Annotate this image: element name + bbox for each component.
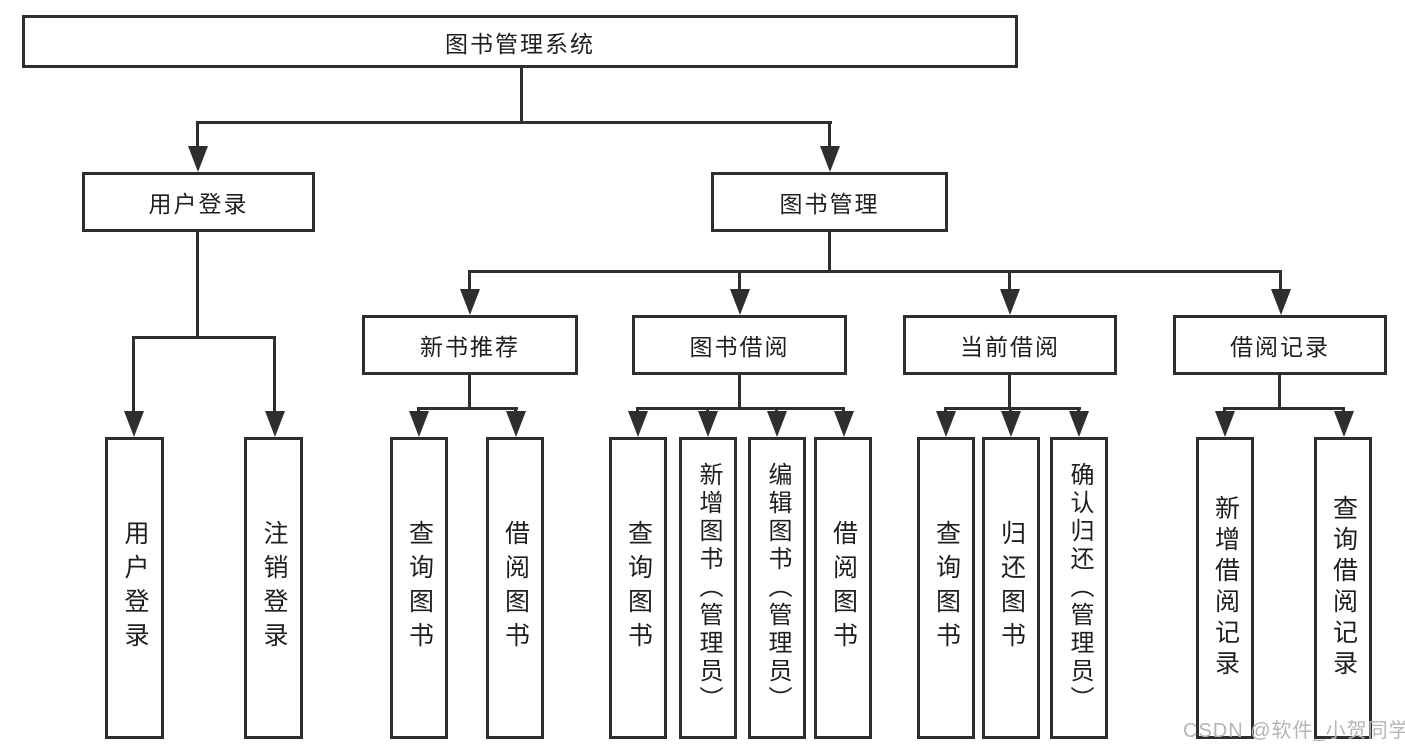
node-label: 新书推荐 — [420, 334, 520, 360]
connector-line — [520, 68, 523, 121]
leaf-label: 查询借阅记录 — [1329, 495, 1358, 681]
leaf-label: 查询图书 — [932, 520, 961, 656]
connector-line — [1008, 270, 1011, 292]
connector-line — [132, 336, 135, 414]
connector-line — [738, 270, 741, 292]
connector-line — [132, 336, 276, 339]
connector-line — [468, 270, 1282, 273]
connector-line — [273, 336, 276, 414]
connector-line — [1223, 407, 1345, 410]
leaf-user-login: 用户登录 — [105, 437, 164, 739]
connector-line — [944, 407, 1081, 410]
leaf-add-books-admin: 新增图书（管理员） — [679, 437, 737, 739]
leaf-label: 确认归还（管理员） — [1066, 462, 1093, 714]
arrow-down-icon — [188, 146, 208, 172]
leaf-label: 新增借阅记录 — [1211, 495, 1240, 681]
node-label: 图书管理 — [779, 191, 880, 217]
leaf-borrow-books-recommend: 借阅图书 — [486, 437, 544, 739]
leaf-edit-books-admin: 编辑图书（管理员） — [748, 437, 806, 739]
node-new-book-recommendation: 新书推荐 — [362, 315, 578, 375]
arrow-down-icon — [265, 411, 285, 437]
node-borrowing-records: 借阅记录 — [1173, 315, 1387, 375]
leaf-logout: 注销登录 — [244, 437, 303, 739]
arrow-down-icon — [820, 146, 840, 172]
connector-line — [196, 232, 199, 336]
arrow-down-icon — [1069, 411, 1089, 437]
node-book-management: 图书管理 — [711, 172, 948, 232]
leaf-label: 用户登录 — [121, 520, 149, 656]
connector-line — [196, 121, 199, 151]
node-label: 用户登录 — [148, 191, 249, 217]
arrow-down-icon — [730, 289, 750, 315]
leaf-query-borrow-record: 查询借阅记录 — [1314, 437, 1372, 739]
connector-line — [828, 232, 831, 270]
arrow-down-icon — [124, 411, 144, 437]
arrow-down-icon — [936, 411, 956, 437]
node-label: 图书管理系统 — [445, 30, 595, 57]
arrow-down-icon — [628, 411, 648, 437]
connector-line — [468, 270, 471, 292]
arrow-down-icon — [1334, 411, 1354, 437]
arrow-down-icon — [1000, 289, 1020, 315]
node-current-borrowing: 当前借阅 — [903, 315, 1117, 375]
leaf-label: 归还图书 — [997, 520, 1026, 656]
arrow-down-icon — [834, 411, 854, 437]
leaf-label: 编辑图书（管理员） — [764, 462, 791, 714]
arrow-down-icon — [460, 289, 480, 315]
arrow-down-icon — [1215, 411, 1235, 437]
leaf-label: 新增图书（管理员） — [695, 462, 722, 714]
leaf-query-books-recommend: 查询图书 — [390, 437, 448, 739]
connector-line — [196, 121, 832, 124]
arrow-down-icon — [1001, 411, 1021, 437]
arrow-down-icon — [409, 411, 429, 437]
connector-line — [636, 407, 845, 410]
leaf-borrow-books: 借阅图书 — [814, 437, 872, 739]
connector-line — [1279, 270, 1282, 292]
node-label: 图书借阅 — [689, 334, 790, 360]
leaf-label: 查询图书 — [405, 520, 434, 656]
node-library-management-system: 图书管理系统 — [22, 15, 1018, 68]
node-label: 当前借阅 — [960, 334, 1060, 360]
connector-line — [738, 375, 741, 407]
arrow-down-icon — [1271, 289, 1291, 315]
leaf-return-books: 归还图书 — [982, 437, 1040, 739]
csdn-watermark: CSDN @软件_小贺同学 — [1183, 720, 1405, 742]
leaf-label: 借阅图书 — [829, 520, 858, 656]
connector-line — [417, 407, 518, 410]
leaf-query-books-borrowing: 查询图书 — [609, 437, 667, 739]
leaf-label: 借阅图书 — [501, 520, 530, 656]
connector-line — [1278, 375, 1281, 407]
connector-line — [468, 375, 471, 407]
leaf-confirm-return-admin: 确认归还（管理员） — [1050, 437, 1108, 739]
arrow-down-icon — [506, 411, 526, 437]
arrow-down-icon — [698, 411, 718, 437]
arrow-down-icon — [767, 411, 787, 437]
node-user-login: 用户登录 — [82, 172, 315, 232]
leaf-label: 注销登录 — [260, 520, 288, 656]
connector-line — [828, 121, 831, 151]
leaf-add-borrow-record: 新增借阅记录 — [1196, 437, 1254, 739]
leaf-query-books-current: 查询图书 — [917, 437, 975, 739]
leaf-label: 查询图书 — [624, 520, 653, 656]
connector-line — [1008, 375, 1011, 407]
node-book-borrowing: 图书借阅 — [632, 315, 847, 375]
node-label: 借阅记录 — [1230, 334, 1330, 360]
